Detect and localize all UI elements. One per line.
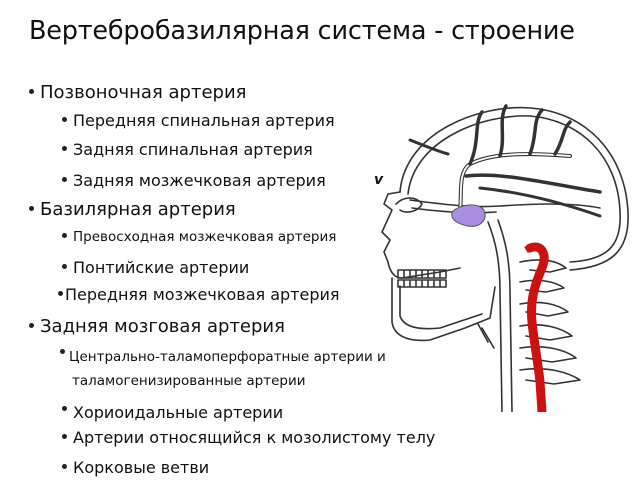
item-text: Хориоидальные артерии (73, 403, 284, 422)
bullet-icon (58, 291, 63, 296)
item-text: Корковые ветви (73, 458, 210, 477)
bullet-icon (29, 322, 34, 328)
item-text: Понтийские артерии (73, 258, 250, 277)
bullet-posterior-spinal: Задняя спинальная артерия (62, 140, 313, 159)
bullet-callosal: Артерии относящийся к мозолистому телу (62, 428, 435, 447)
bullet-anterior-spinal: Передняя спинальная артерия (62, 111, 335, 130)
bullet-icon (62, 434, 67, 439)
bullet-icon (62, 464, 67, 469)
bullet-icon (62, 264, 67, 269)
slide-title: Вертебробазилярная система - строение (29, 16, 575, 46)
bullet-posterior-cerebral: Задняя мозговая артерия (29, 316, 285, 337)
item-text: Базилярная артерия (40, 199, 236, 220)
bullet-basilar-artery: Базилярная артерия (29, 199, 236, 220)
bullet-posterior-cerebellar: Задняя мозжечковая артерия (62, 171, 326, 190)
bullet-icon (60, 348, 65, 354)
item-text: Задняя мозжечковая артерия (73, 171, 326, 190)
item-text: Центрально-таламоперфоратные артерии и (69, 349, 386, 365)
head-anatomy-figure (381, 104, 629, 412)
item-text: Превосходная мозжечковая артерия (73, 229, 337, 245)
bullet-icon (29, 205, 34, 211)
bullet-vertebral-artery: Позвоночная артерия (29, 82, 246, 103)
bullet-icon (62, 177, 67, 182)
bullet-choroidal: Хориоидальные артерии (62, 403, 283, 422)
bullet-superior-cerebellar: Превосходная мозжечковая артерия (62, 229, 336, 245)
bullet-icon (62, 232, 67, 238)
item-text: Артерии относящийся к мозолистому телу (73, 428, 436, 447)
bullet-icon (62, 146, 67, 151)
stray-glyph: v (374, 172, 384, 188)
item-text: таламогенизированные артерии (72, 373, 306, 389)
item-text: Позвоночная артерия (40, 82, 247, 103)
bullet-icon (62, 117, 67, 122)
bullet-icon (29, 88, 34, 94)
bullet-icon (62, 406, 67, 411)
bullet-pontine: Понтийские артерии (62, 258, 249, 277)
bullet-cortical: Корковые ветви (62, 458, 209, 477)
bullet-thalamogeniculate: таламогенизированные артерии (72, 373, 306, 389)
item-text: Задняя мозговая артерия (40, 316, 285, 337)
bullet-anterior-cerebellar: Передняя мозжечковая артерия (58, 285, 340, 304)
bullet-thalamoperforating: Центрально-таламоперфоратные артерии и (60, 348, 386, 365)
item-text: Передняя спинальная артерия (73, 111, 335, 130)
item-text: Задняя спинальная артерия (73, 140, 313, 159)
item-text: Передняя мозжечковая артерия (65, 285, 340, 304)
